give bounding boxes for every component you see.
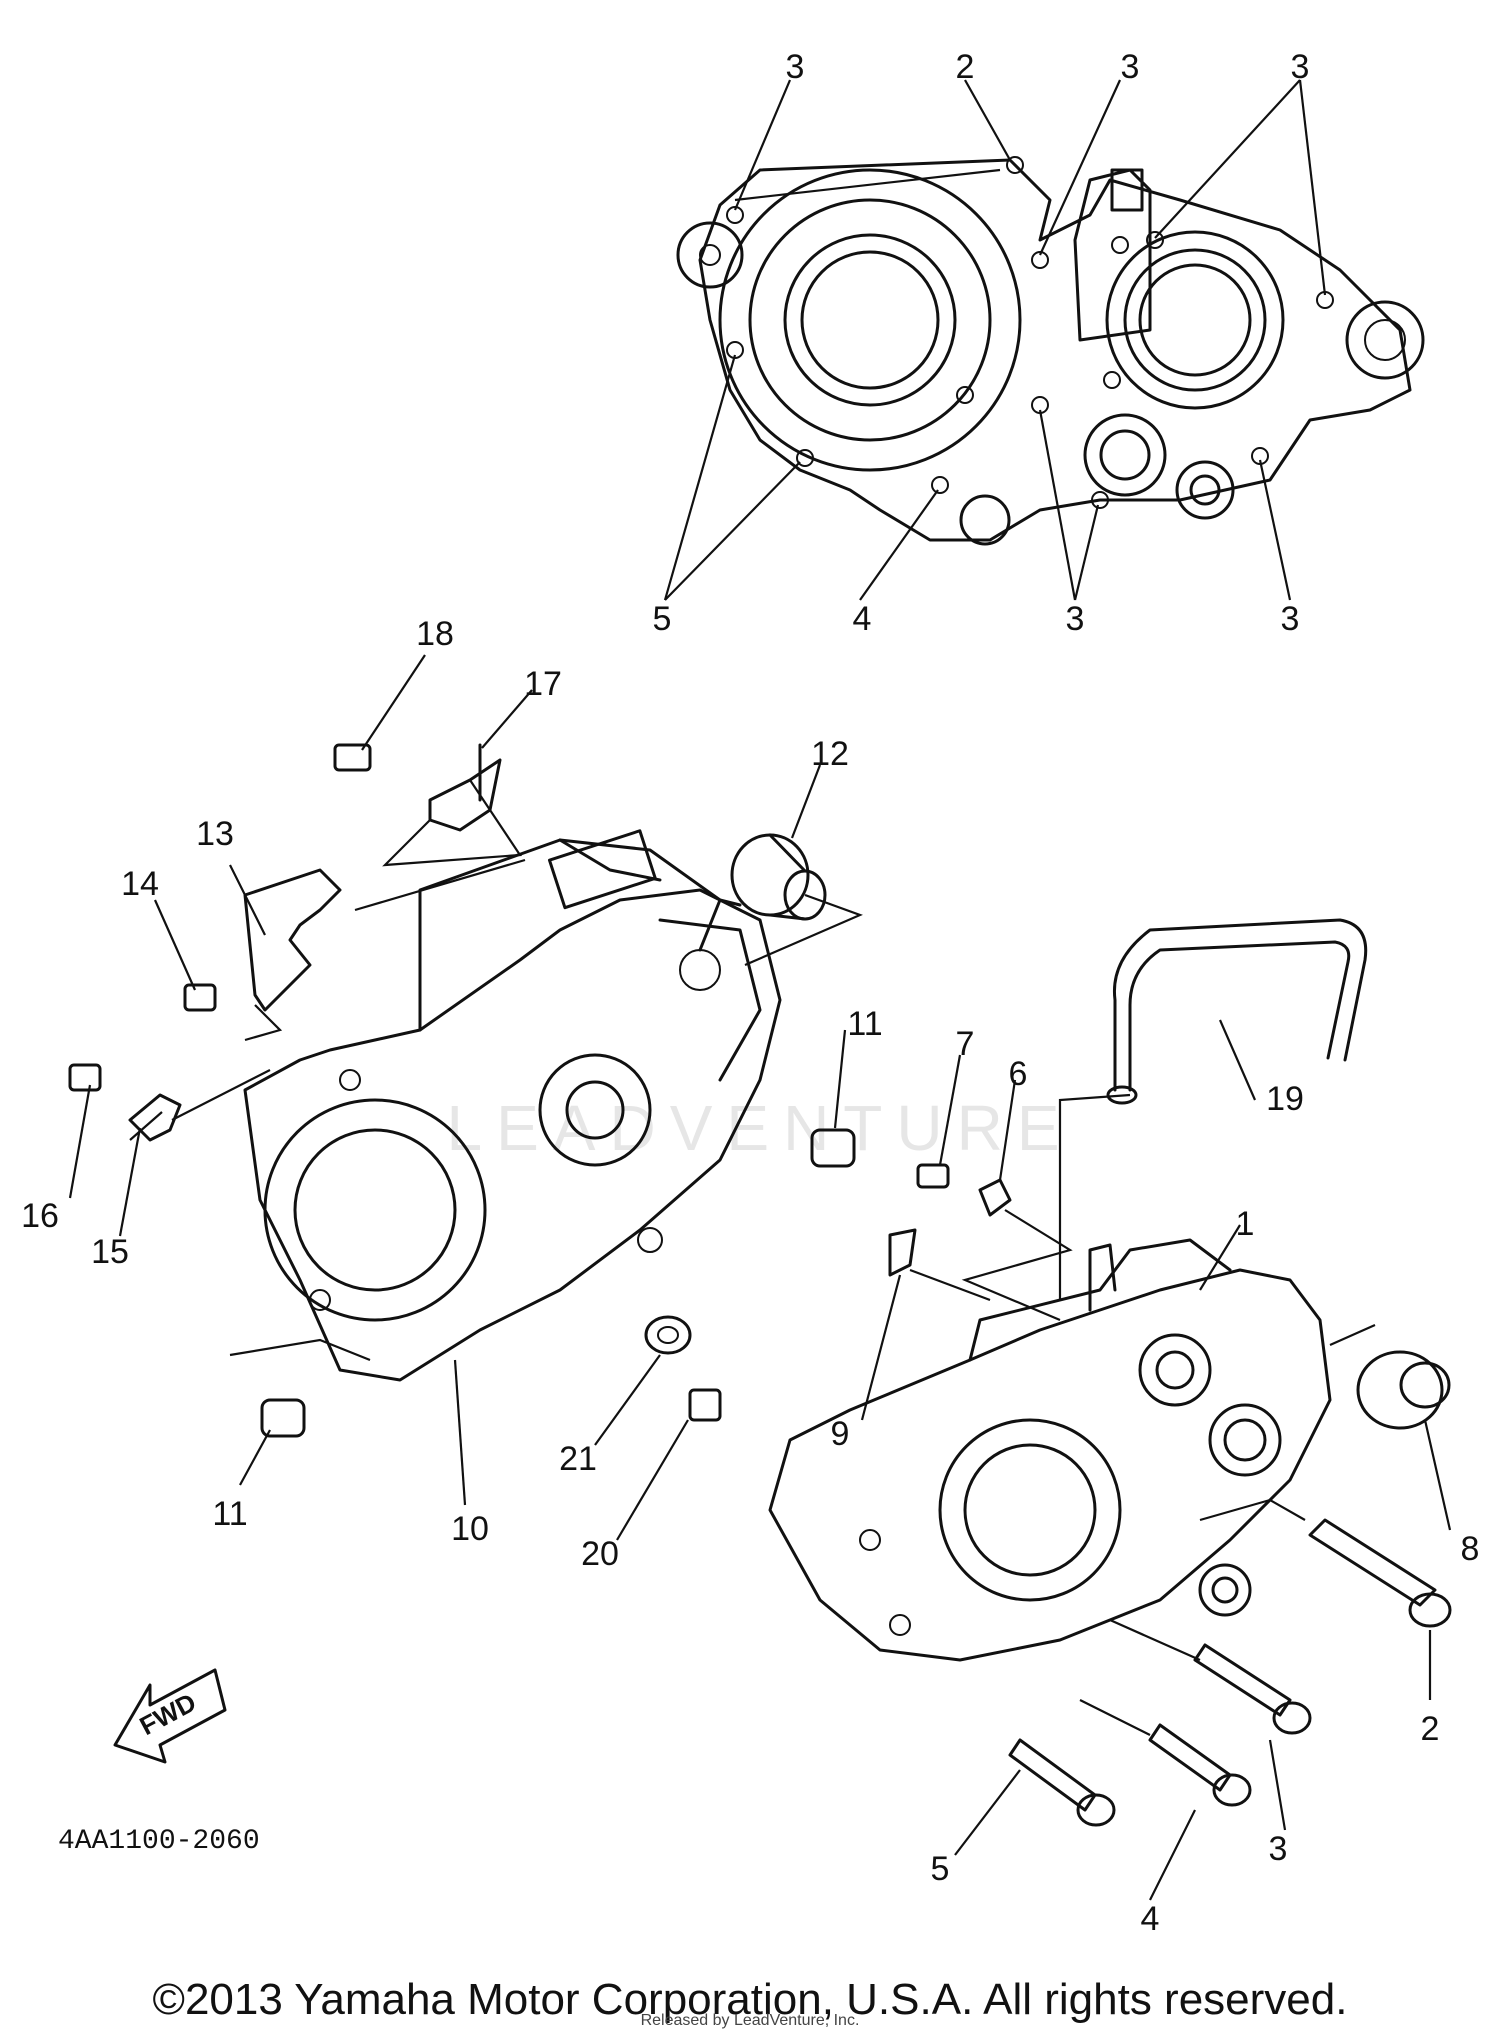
callout-3: 3 <box>1269 1830 1288 1868</box>
callout-labels: 3 2 3 3 5 4 3 3 18 17 12 13 14 11 7 6 19… <box>21 48 1479 1938</box>
callout-18: 18 <box>416 615 454 653</box>
hose-19 <box>1106 918 1368 1105</box>
callout-19: 19 <box>1266 1080 1304 1118</box>
callout-9: 9 <box>831 1415 850 1453</box>
callout-17: 17 <box>524 665 562 703</box>
small-bolts <box>68 743 950 1422</box>
washer-21 <box>644 1315 692 1355</box>
right-crankcase-half <box>768 1238 1332 1662</box>
part-code: 4AA1100-2060 <box>58 1826 260 1857</box>
callout-14: 14 <box>121 865 159 903</box>
callout-3: 3 <box>1291 48 1310 86</box>
callout-3: 3 <box>786 48 805 86</box>
plate-13 <box>243 868 342 1012</box>
dowels <box>260 1128 856 1438</box>
callout-4: 4 <box>1141 1900 1160 1938</box>
callout-16: 16 <box>21 1197 59 1235</box>
left-crankcase-half <box>243 829 782 1382</box>
callout-12: 12 <box>811 735 849 773</box>
callout-10: 10 <box>451 1510 489 1548</box>
crankcase-face-view <box>676 156 1425 546</box>
bush-8 <box>1356 1350 1451 1430</box>
callout-3: 3 <box>1066 600 1085 638</box>
released-by-note: Released by LeadVenture, Inc. <box>640 2012 860 2029</box>
callout-3: 3 <box>1121 48 1140 86</box>
callout-5: 5 <box>653 600 672 638</box>
clip-6-and-9 <box>888 1178 1012 1277</box>
copyright-footer: ©2013 Yamaha Motor Corporation, U.S.A. A… <box>152 1975 1348 2024</box>
callout-2: 2 <box>956 48 975 86</box>
callout-11: 11 <box>847 1005 882 1043</box>
callout-21: 21 <box>559 1440 597 1478</box>
callout-3: 3 <box>1281 600 1300 638</box>
callout-5: 5 <box>931 1850 950 1888</box>
callout-15: 15 <box>91 1233 129 1271</box>
fwd-arrow-icon: FWD <box>113 1668 227 1764</box>
callout-6: 6 <box>1009 1055 1028 1093</box>
bolt-holes <box>726 156 1334 509</box>
callout-2: 2 <box>1421 1710 1440 1748</box>
callout-7: 7 <box>956 1025 975 1063</box>
watermark-text: LEADVENTURE <box>447 1092 1074 1164</box>
crankcase-bolts <box>1008 1518 1452 1827</box>
lower-leader-lines <box>68 654 1452 1901</box>
bush-12 <box>730 833 827 921</box>
bracket-17 <box>428 743 502 832</box>
callout-1: 1 <box>1236 1205 1255 1243</box>
callout-20: 20 <box>581 1535 619 1573</box>
callout-13: 13 <box>196 815 234 853</box>
top-leader-lines <box>663 79 1327 601</box>
callout-8: 8 <box>1461 1530 1480 1568</box>
callout-4: 4 <box>853 600 872 638</box>
callout-11: 11 <box>212 1495 247 1533</box>
